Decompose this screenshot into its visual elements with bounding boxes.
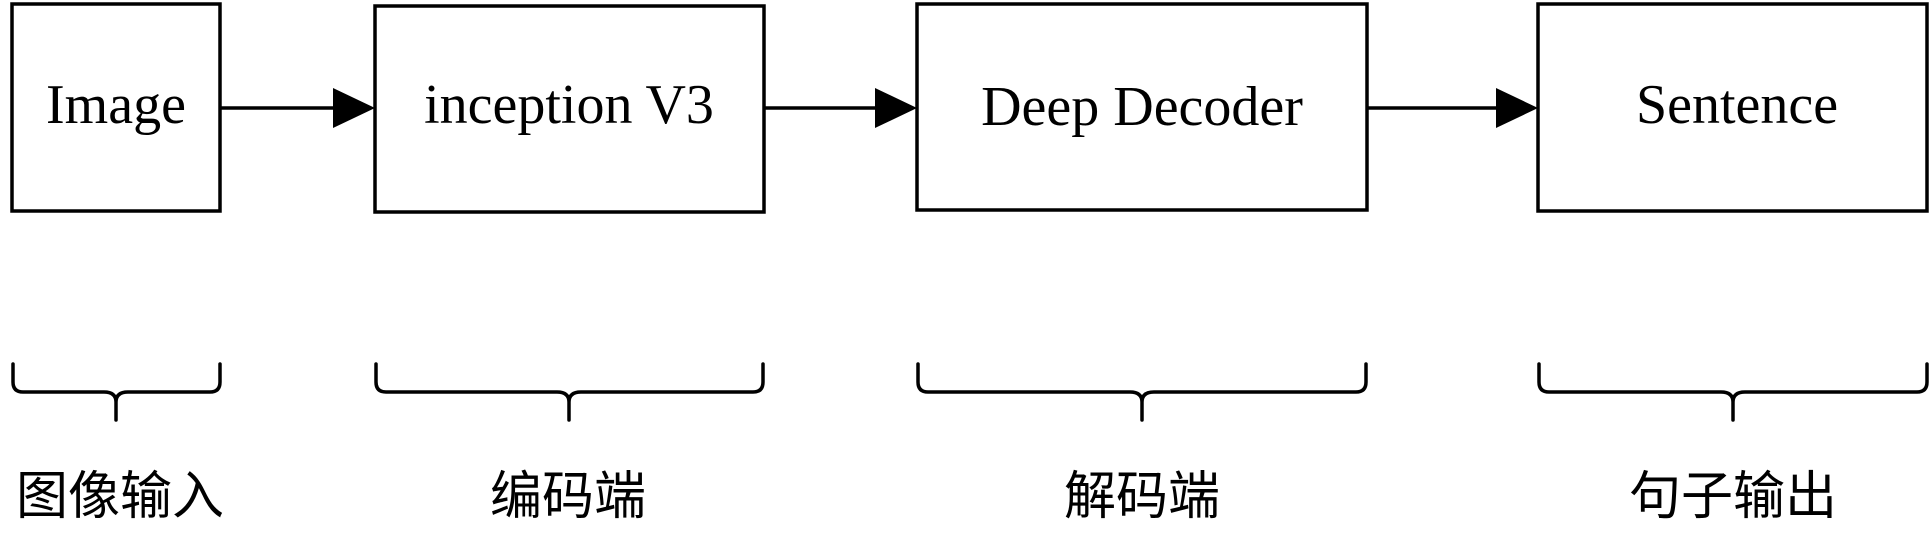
- stage-label-output: 句子输出: [1629, 467, 1837, 527]
- stage-label-decoder: 解码端: [1064, 467, 1220, 527]
- node-image: Image: [10, 2, 222, 213]
- arrow-head-icon: [875, 88, 917, 128]
- arrow-head-icon: [1496, 88, 1538, 128]
- brace-sentence: [1537, 362, 1929, 422]
- node-sentence: Sentence: [1536, 2, 1929, 213]
- arrow-inception-to-decoder: [764, 88, 917, 128]
- stage-label-encoder: 编码端: [490, 467, 646, 527]
- node-sentence-label: Sentence: [1636, 74, 1838, 136]
- brace-inception: [374, 362, 765, 422]
- arrow-image-to-inception: [220, 88, 375, 128]
- brace-decoder: [916, 362, 1368, 422]
- node-inception-label: inception V3: [424, 74, 714, 136]
- node-decoder: Deep Decoder: [915, 2, 1369, 212]
- brace-image: [11, 362, 222, 422]
- stage-label-input: 图像输入: [16, 467, 224, 527]
- node-inception: inception V3: [373, 4, 766, 214]
- arrow-head-icon: [333, 88, 375, 128]
- node-decoder-label: Deep Decoder: [981, 76, 1303, 138]
- node-image-label: Image: [46, 74, 186, 136]
- arrow-decoder-to-sentence: [1367, 88, 1538, 128]
